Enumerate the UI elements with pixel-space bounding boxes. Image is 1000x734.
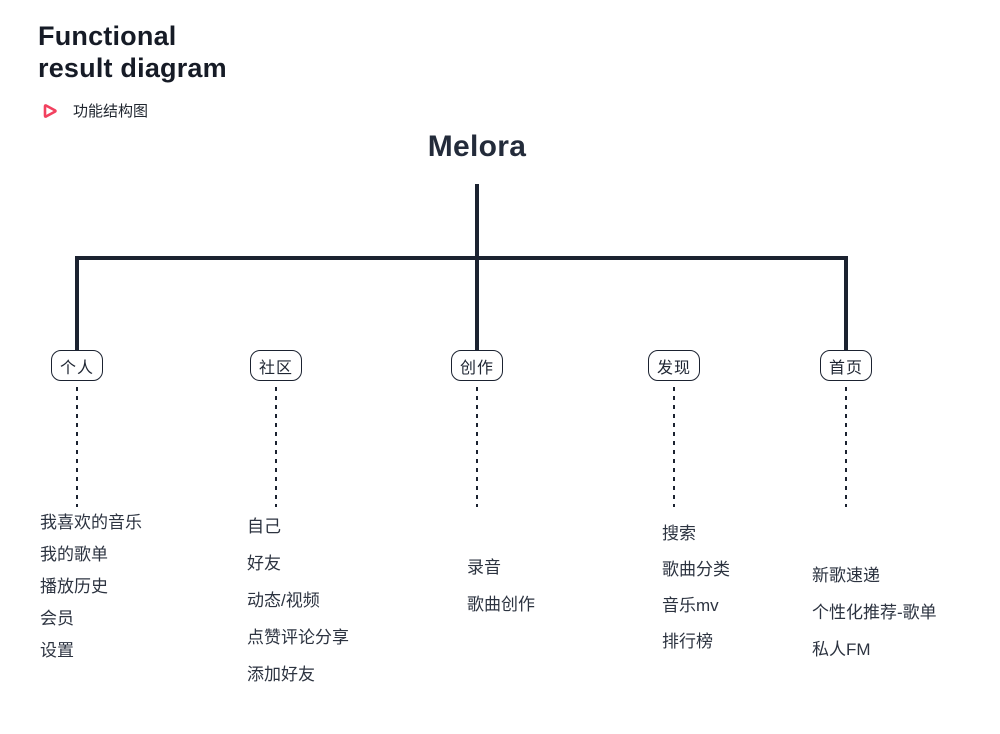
feature-list-create: 录音 歌曲创作 [467, 549, 535, 623]
subtitle-label: 功能结构图 [73, 103, 149, 120]
feature-item: 搜索 [662, 524, 696, 543]
feature-item: 我的歌单 [40, 545, 108, 564]
branch-node-create: 创作 [451, 350, 503, 381]
dashed-line-community [275, 387, 277, 507]
feature-item: 录音 [467, 558, 501, 577]
feature-item: 播放历史 [40, 577, 108, 596]
feature-item: 个性化推荐-歌单 [812, 603, 937, 622]
subtitle-row: 功能结构图 [40, 100, 148, 121]
connector-drop-right [844, 258, 848, 350]
feature-item: 会员 [40, 609, 74, 628]
branch-node-community: 社区 [250, 350, 302, 381]
dashed-line-discover [673, 387, 675, 507]
dashed-line-create [476, 387, 478, 507]
feature-list-personal: 我喜欢的音乐 我的歌单 播放历史 会员 设置 [40, 507, 142, 667]
branch-node-home: 首页 [820, 350, 872, 381]
feature-item: 添加好友 [247, 665, 315, 684]
dashed-line-personal [76, 387, 78, 507]
feature-item: 歌曲分类 [662, 560, 730, 579]
feature-item: 自己 [247, 517, 281, 536]
feature-item: 好友 [247, 554, 281, 573]
connector-drop-left [75, 258, 79, 350]
feature-item: 点赞评论分享 [247, 628, 349, 647]
dashed-line-home [845, 387, 847, 507]
branch-node-personal: 个人 [51, 350, 103, 381]
connector-drop-center [475, 258, 479, 350]
feature-item: 新歌速递 [812, 566, 880, 585]
feature-list-discover: 搜索 歌曲分类 音乐mv 排行榜 [662, 516, 730, 660]
connector-root-vertical [475, 184, 479, 258]
connector-horizontal [75, 256, 848, 260]
feature-item: 私人FM [812, 640, 871, 659]
page-title: Functional result diagram [38, 20, 227, 84]
feature-item: 动态/视频 [247, 591, 320, 610]
feature-item: 我喜欢的音乐 [40, 513, 142, 532]
page-title-line1: Functional [38, 21, 177, 51]
feature-item: 设置 [40, 641, 74, 660]
play-icon [43, 103, 57, 118]
page-title-line2: result diagram [38, 53, 227, 83]
feature-item: 音乐mv [662, 596, 719, 615]
root-node-label: Melora [427, 130, 527, 163]
feature-item: 歌曲创作 [467, 595, 535, 614]
feature-item: 排行榜 [662, 632, 713, 651]
feature-list-home: 新歌速递 个性化推荐-歌单 私人FM [812, 557, 937, 668]
feature-list-community: 自己 好友 动态/视频 点赞评论分享 添加好友 [247, 508, 349, 693]
branch-node-discover: 发现 [648, 350, 700, 381]
